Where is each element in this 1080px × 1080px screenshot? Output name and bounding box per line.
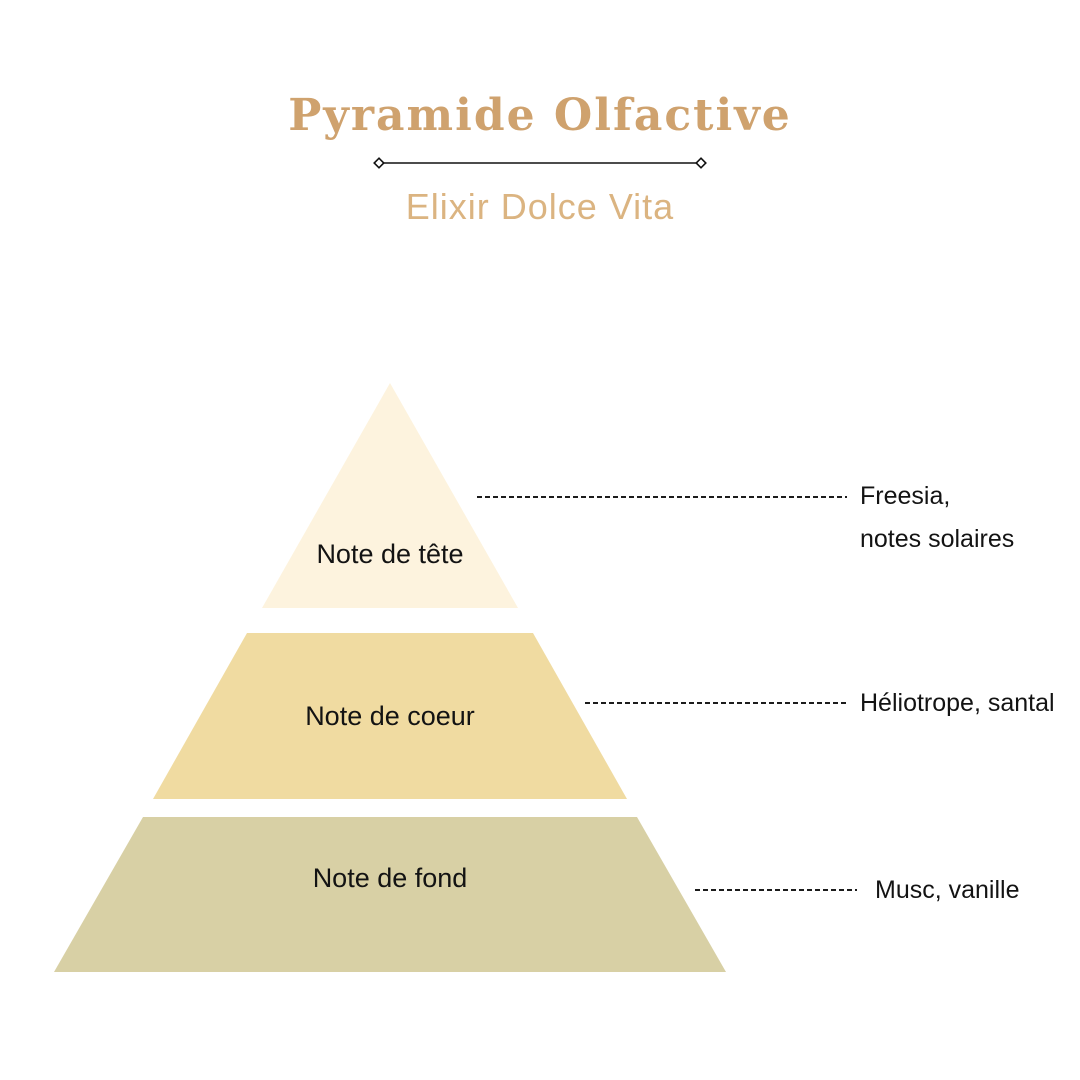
pyramid-level-top-shape — [262, 383, 518, 608]
ingredients-base-note: Musc, vanille — [875, 875, 1020, 905]
ingredient-line: Héliotrope, santal — [860, 689, 1055, 717]
pyramid-level-middle-shape — [153, 633, 627, 799]
level-label-base-note: Note de fond — [312, 863, 468, 893]
divider-diamond-right-icon — [695, 157, 707, 169]
ingredient-line: notes solaires — [860, 525, 1015, 553]
level-label-heart-note: Note de coeur — [305, 701, 475, 731]
pyramid-level-base-shape — [54, 817, 726, 972]
level-label-top-note: Note de tête — [316, 539, 464, 569]
page-title: Pyramide Olfactive — [288, 90, 792, 141]
ingredients-heart-note: Héliotrope, santal — [860, 688, 1055, 718]
ingredient-line: Freesia, — [860, 482, 951, 510]
ingredient-line: Musc, vanille — [875, 876, 1020, 904]
ingredients-top-note: Freesia, notes solaires — [860, 475, 1014, 561]
title-divider — [371, 155, 709, 171]
divider-diamond-left-icon — [373, 157, 385, 169]
fragrance-name: Elixir Dolce Vita — [405, 186, 675, 227]
